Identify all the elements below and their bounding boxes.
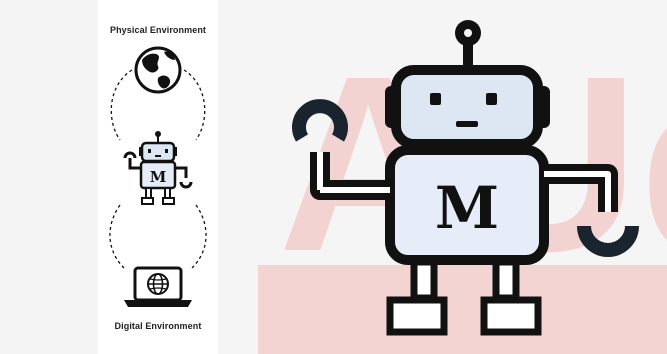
environment-panel: Physical Environment M [98, 0, 218, 354]
right-foot [484, 300, 538, 332]
laptop-globe-icon [124, 268, 192, 307]
connector-right-upper [184, 70, 205, 140]
mouth [456, 121, 478, 127]
robot-illustration-area: AUda M [218, 0, 667, 354]
robot-head [396, 70, 538, 144]
right-eye [486, 93, 497, 105]
robot-icon: M [125, 131, 191, 204]
globe-icon [136, 48, 180, 92]
connector-left-upper [111, 70, 132, 140]
small-robot-letter: M [150, 168, 167, 186]
left-margin [0, 0, 98, 354]
chest-letter: M [435, 174, 499, 242]
digital-environment-label: Digital Environment [98, 321, 218, 331]
left-leg [414, 262, 434, 298]
environment-diagram: M [98, 0, 218, 354]
left-eye [430, 93, 441, 105]
robot-illustration: AUda M [218, 0, 667, 354]
connector-right-lower [192, 205, 206, 268]
watermark-band [258, 265, 667, 354]
connector-left-lower [110, 205, 124, 268]
left-foot [390, 300, 444, 332]
right-leg [496, 262, 516, 298]
